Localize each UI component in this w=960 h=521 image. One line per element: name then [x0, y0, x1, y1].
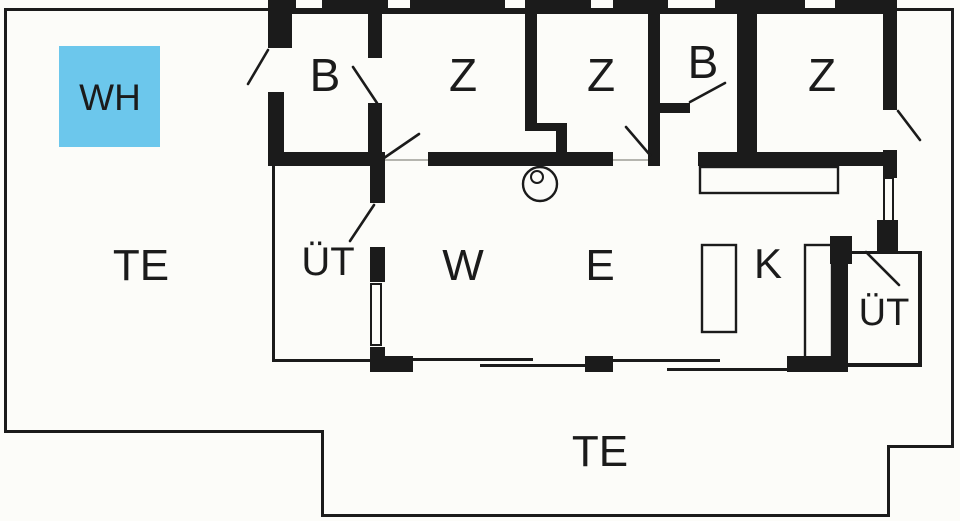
wall-segment [525, 14, 537, 123]
wall-segment [428, 152, 613, 166]
window-notch [296, 0, 322, 8]
window-notch [591, 0, 613, 8]
wall-segment [832, 264, 848, 360]
room-label-te-bottom: TE [572, 427, 628, 476]
wall-segment [268, 0, 292, 48]
door-swing [382, 132, 421, 160]
wall-segment [268, 0, 897, 14]
terrace-wall-thin [918, 251, 922, 367]
kitchen-counter [700, 243, 738, 334]
terrace-wall-thin [848, 363, 922, 367]
wall-segment [370, 247, 385, 282]
door-swing [624, 125, 652, 157]
door-swing [864, 250, 901, 287]
terrace-outline-segment [4, 8, 270, 11]
wh-marker [59, 46, 160, 147]
wall-segment [368, 103, 382, 152]
room-label-b1: B [310, 49, 341, 101]
door-swing [351, 65, 379, 105]
exterior-walls [268, 0, 898, 253]
window-notch [668, 0, 715, 8]
room-label-z1: Z [449, 49, 477, 101]
door-threshold [385, 159, 428, 161]
room-label-k: K [754, 240, 782, 287]
terrace-outline-segment [887, 445, 954, 448]
glazing-line [480, 364, 585, 367]
terrace-outline-segment [951, 8, 954, 448]
room-label-uet1: ÜT [301, 240, 354, 284]
terrace-outline [4, 8, 954, 517]
window-notch [388, 0, 410, 8]
wall-segment [883, 0, 897, 110]
wall-segment [370, 166, 385, 203]
wall-segment [660, 103, 690, 113]
covered-terrace-left [272, 166, 385, 372]
light-fixture-inner [530, 170, 544, 184]
terrace-outline-segment [895, 8, 954, 11]
wall-segment [648, 14, 660, 166]
room-label-e: E [585, 241, 614, 290]
terrace-wall-thin [848, 251, 921, 254]
wall-segment [556, 123, 567, 166]
covered-terrace-right [848, 251, 922, 367]
terrace-outline-segment [887, 445, 890, 517]
terrace-outline-segment [321, 430, 324, 517]
terrace-wall-thin [272, 359, 375, 362]
room-label-w: W [442, 241, 484, 290]
wall-segment [368, 14, 382, 58]
wall-segment [268, 92, 284, 166]
wall-segment [268, 152, 385, 166]
wall-segment [877, 220, 898, 253]
terrace-wall-thin [272, 166, 275, 362]
room-label-z3: Z [808, 49, 836, 101]
sideboard [698, 165, 840, 195]
terrace-outline-segment [4, 8, 7, 433]
window-notch [805, 0, 835, 8]
door-swing [348, 203, 376, 243]
door-swings [246, 48, 922, 287]
door-swing [896, 109, 922, 142]
fixtures [521, 165, 852, 360]
wall-segment [830, 236, 852, 264]
interior-walls [268, 14, 887, 166]
room-label-b2: B [688, 36, 719, 88]
door-threshold [613, 159, 650, 161]
terrace-outline-segment [4, 430, 324, 433]
wall-segment [370, 347, 385, 372]
window [370, 283, 382, 346]
terrace-outline-segment [321, 514, 890, 517]
room-label-z2: Z [587, 49, 615, 101]
wall-segment [737, 14, 757, 166]
room-label-te-left: TE [113, 241, 169, 290]
door-swing [246, 48, 270, 86]
wall-segment [698, 152, 887, 166]
light-fixture [521, 165, 559, 203]
glazing-line [667, 368, 790, 371]
wall-segment [525, 123, 567, 131]
glazing-line [613, 359, 720, 362]
room-label-wh: WH [79, 77, 141, 118]
room-label-uet2: ÜT [859, 292, 910, 334]
wall-segment [585, 356, 613, 372]
room-labels: WH TE B Z Z B Z ÜT W E K ÜT TE [79, 36, 909, 476]
window-notch [505, 0, 525, 8]
door-swing [688, 81, 727, 104]
glazing-line [413, 358, 533, 361]
